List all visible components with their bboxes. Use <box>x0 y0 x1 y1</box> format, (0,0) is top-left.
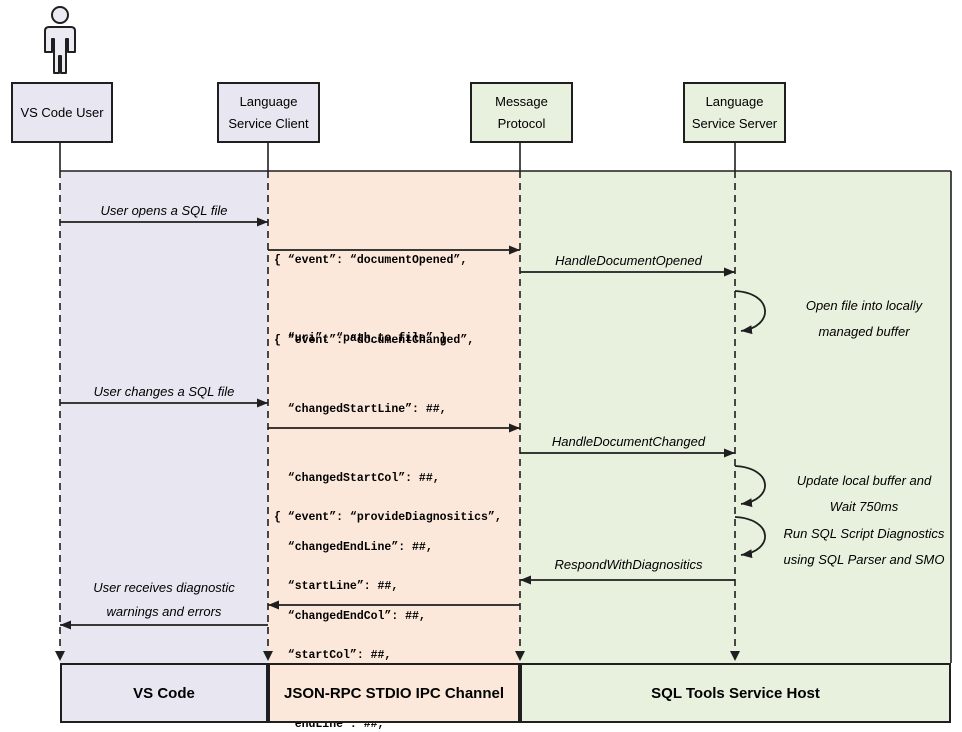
label-user-receives: User receives diagnostic warnings and er… <box>93 580 235 619</box>
footer-cell-sql-tools-service-host: SQL Tools Service Host <box>520 663 951 723</box>
label-handle-document-opened: HandleDocumentOpened <box>555 253 702 268</box>
self-loops <box>734 290 766 559</box>
footer-cell-vscode: VS Code <box>60 663 268 723</box>
actor-label: Service Server <box>691 115 778 131</box>
footer-cell-ipc-channel: JSON-RPC STDIO IPC Channel <box>268 663 520 723</box>
actor-label: Language <box>239 93 298 109</box>
lifeline-end-arrows <box>55 651 740 661</box>
user-actor-icon <box>44 6 76 74</box>
note-run-diagnostics: Run SQL Script Diagnostics using SQL Par… <box>783 526 945 567</box>
loop-open-file <box>734 290 766 335</box>
ipc-lane-band <box>268 171 520 663</box>
actor-label: Message <box>495 93 548 109</box>
label-user-changes: User changes a SQL file <box>93 384 235 399</box>
actor-label: Language <box>705 93 764 109</box>
message-arrows <box>60 217 735 630</box>
json-document-opened: { “event”: “documentOpened”, “uri”: “pat… <box>274 254 468 345</box>
lifelines <box>59 143 736 651</box>
actor-box-vscode-user: VS Code User <box>11 82 113 143</box>
vscode-lane-band <box>60 171 268 663</box>
actor-label: VS Code User <box>20 104 104 120</box>
actor-box-language-service-server: Language Service Server <box>683 82 786 143</box>
actor-box-message-protocol: Message Protocol <box>470 82 573 143</box>
actor-label: Service Client <box>228 115 309 131</box>
actor-label: Protocol <box>497 115 546 131</box>
label-respond-with-diagnostics: RespondWithDiagnositics <box>554 557 703 572</box>
loop-update-buffer <box>734 465 766 508</box>
label-user-opens: User opens a SQL file <box>100 203 228 218</box>
actor-box-language-service-client: Language Service Client <box>217 82 320 143</box>
label-handle-document-changed: HandleDocumentChanged <box>551 434 706 449</box>
note-open-file: Open file into locally managed buffer <box>805 298 923 339</box>
loop-run-diagnostics <box>734 516 766 559</box>
note-update-buffer: Update local buffer and Wait 750ms <box>796 473 932 514</box>
